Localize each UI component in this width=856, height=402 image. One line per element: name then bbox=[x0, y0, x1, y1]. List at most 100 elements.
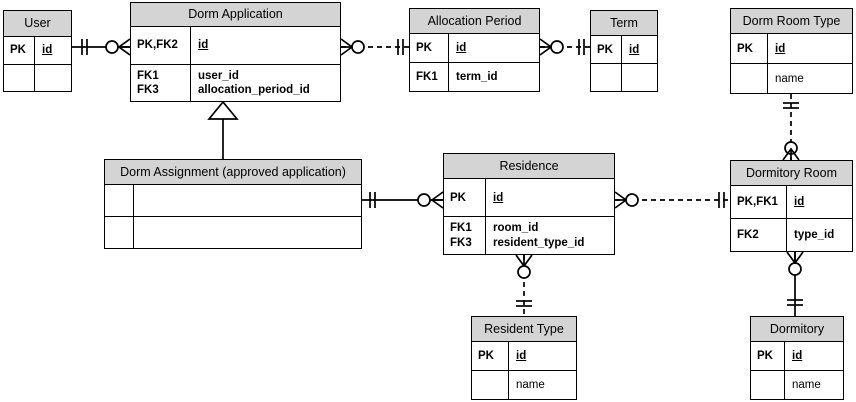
entity-dorm-assignment[interactable]: Dorm Assignment (approved application) bbox=[104, 159, 362, 249]
attribute-key bbox=[472, 371, 509, 399]
attribute-row: FK1 term_id bbox=[410, 62, 539, 91]
attribute-name: id bbox=[792, 350, 803, 362]
connector-residence-dormitory-room bbox=[614, 191, 730, 209]
attribute-name: name bbox=[516, 379, 545, 391]
attribute-name: id bbox=[42, 44, 53, 57]
entity-attributes-user: PK id bbox=[4, 37, 71, 91]
entity-attributes-dorm-room-type: PK id name bbox=[731, 34, 852, 93]
attribute-key bbox=[105, 217, 134, 248]
attribute-name: name bbox=[792, 379, 821, 391]
attribute-key bbox=[105, 185, 134, 216]
attribute-name: name bbox=[775, 72, 804, 85]
attribute-name bbox=[134, 185, 361, 216]
entity-title-term: Term bbox=[591, 11, 657, 36]
connector-dorm-room-type-dormitory-room bbox=[782, 94, 800, 161]
attribute-row: name bbox=[472, 370, 576, 399]
attribute-row bbox=[4, 63, 71, 92]
attribute-key: PK,FK2 bbox=[131, 27, 191, 64]
attribute-key bbox=[4, 64, 35, 91]
attribute-row: FK2 type_id bbox=[731, 218, 852, 251]
attribute-row: PK id bbox=[472, 342, 576, 370]
entity-attributes-term: PK id bbox=[591, 36, 657, 91]
attribute-name: id bbox=[794, 196, 805, 208]
entity-title-allocation-period: Allocation Period bbox=[410, 9, 539, 34]
attribute-key: PK bbox=[472, 342, 509, 370]
attribute-name: id bbox=[775, 42, 786, 55]
attribute-key: FK1 bbox=[410, 63, 449, 91]
attribute-key: PK bbox=[751, 342, 785, 370]
entity-attributes-dormitory: PK id name bbox=[751, 342, 843, 399]
connector-generalization-dorm-assignment bbox=[207, 100, 239, 159]
connector-dorm-assignment-residence bbox=[362, 191, 444, 209]
attribute-row bbox=[105, 185, 361, 216]
attribute-key: PK bbox=[731, 34, 768, 63]
attribute-row: PK id bbox=[731, 34, 852, 63]
connector-dorm-application-allocation-period bbox=[340, 38, 409, 56]
entity-title-dorm-application: Dorm Application bbox=[131, 3, 340, 27]
attribute-key bbox=[591, 64, 622, 91]
entity-title-residence: Residence bbox=[444, 154, 614, 179]
attribute-row: name bbox=[731, 63, 852, 93]
attribute-row: PK id bbox=[410, 34, 539, 62]
attribute-key bbox=[731, 64, 768, 93]
attribute-key bbox=[751, 371, 785, 399]
entity-title-dorm-room-type: Dorm Room Type bbox=[731, 9, 852, 34]
attribute-key: PK bbox=[444, 179, 486, 216]
attribute-row bbox=[591, 63, 657, 91]
entity-attributes-dorm-assignment bbox=[105, 185, 361, 248]
entity-title-resident-type: Resident Type bbox=[472, 317, 576, 342]
entity-title-user: User bbox=[4, 11, 71, 37]
attribute-name: type_id bbox=[794, 229, 835, 241]
attribute-name bbox=[134, 217, 361, 248]
connector-allocation-period-term bbox=[539, 38, 590, 56]
attribute-key: PK bbox=[4, 37, 35, 64]
connector-dormitory-room-dormitory bbox=[786, 251, 804, 316]
entity-title-dormitory-room: Dormitory Room bbox=[731, 161, 852, 186]
entity-title-dormitory: Dormitory bbox=[751, 317, 843, 342]
attribute-row: PK id bbox=[4, 37, 71, 64]
attribute-name: id bbox=[516, 350, 527, 362]
entity-title-dorm-assignment: Dorm Assignment (approved application) bbox=[105, 160, 361, 185]
attribute-name: id bbox=[629, 43, 640, 56]
attribute-row: PK,FK2 id bbox=[131, 27, 340, 64]
attribute-name: id bbox=[456, 42, 467, 54]
attribute-key: PK bbox=[410, 34, 449, 62]
attribute-row: PK id bbox=[751, 342, 843, 370]
attribute-key: PK,FK1 bbox=[731, 186, 787, 218]
attribute-name: term_id bbox=[456, 71, 498, 83]
attribute-row: name bbox=[751, 370, 843, 399]
connector-residence-resident-type bbox=[515, 254, 533, 316]
attribute-key: FK2 bbox=[731, 219, 787, 251]
entity-attributes-resident-type: PK id name bbox=[472, 342, 576, 399]
attribute-name: id bbox=[493, 191, 504, 204]
attribute-row bbox=[105, 216, 361, 248]
attribute-key: PK bbox=[591, 36, 622, 63]
attribute-name bbox=[622, 64, 657, 91]
attribute-name bbox=[35, 65, 71, 92]
attribute-name: id bbox=[198, 39, 209, 52]
connector-user-dorm-application bbox=[72, 38, 131, 56]
attribute-row: PK id bbox=[444, 179, 614, 216]
attribute-row: PK,FK1 id bbox=[731, 186, 852, 218]
